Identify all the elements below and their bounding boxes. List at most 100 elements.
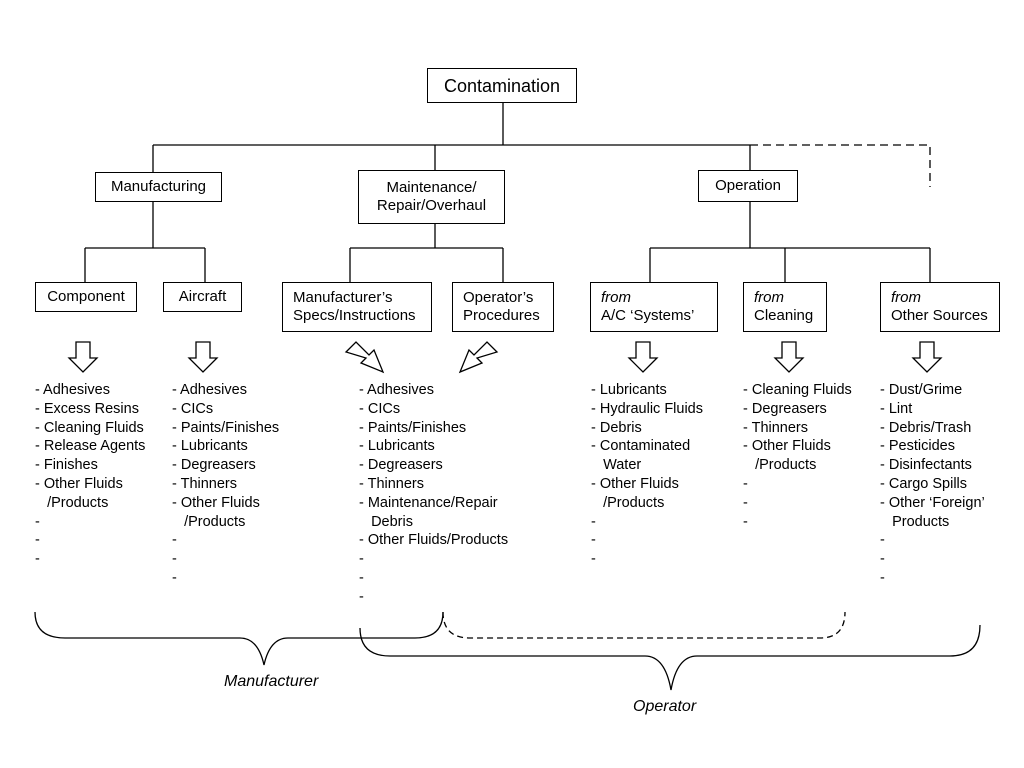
list-item: - Lubricants [591, 382, 667, 398]
list-item: - [359, 551, 364, 568]
list-item: - [172, 551, 177, 568]
from-systems-line1: from [601, 289, 631, 306]
list-item: - Dust/Grime [880, 382, 963, 398]
dashed-connector [750, 144, 931, 187]
list-item: /Products [591, 494, 665, 511]
down-arrow-icon [67, 341, 99, 373]
list-item: - CICs [359, 400, 401, 417]
from-systems-line2: A/C ‘Systems’ [601, 307, 695, 324]
list-item: /Products [172, 513, 246, 530]
operation-label: Operation [715, 177, 781, 194]
list-item: /Products [743, 457, 817, 474]
list-item: - [172, 532, 177, 549]
list-item: - Thinners [359, 475, 425, 492]
down-arrow-icon [187, 341, 219, 373]
list-item: - [172, 569, 177, 586]
list-item: - Cleaning Fluids [743, 382, 852, 398]
list-item: - [359, 569, 364, 586]
cleaning-list: - Cleaning Fluids - Degreasers - Thinners -… [743, 381, 852, 531]
operator-brace [359, 624, 981, 691]
list-item: - Adhesives [172, 382, 247, 398]
list-item: - Disinfectants [880, 457, 972, 474]
manufacturer-specs-node: Manufacturer’s Specs/Instructions [282, 282, 432, 332]
list-item: - [743, 494, 748, 511]
list-item: Products [880, 513, 950, 530]
list-item: - Cleaning Fluids [35, 419, 144, 436]
list-item: - Hydraulic Fluids [591, 400, 703, 417]
list-item: - Thinners [743, 419, 809, 436]
operator-procedures-node: Operator’s Procedures [452, 282, 554, 332]
list-item: - Adhesives [359, 382, 434, 398]
list-item: - Lubricants [359, 438, 435, 455]
list-item: - Debris/Trash [880, 419, 972, 436]
component-label: Component [47, 288, 125, 305]
list-item: - Release Agents [35, 438, 146, 455]
from-systems-node: from A/C ‘Systems’ [590, 282, 718, 332]
list-item: - Finishes [35, 457, 98, 474]
aircraft-list: - Adhesives - CICs - Paints/Finishes - Lubr… [172, 381, 279, 588]
list-item: - Degreasers [172, 457, 256, 474]
manufacturing-node: Manufacturing [95, 172, 222, 202]
aircraft-node: Aircraft [163, 282, 242, 312]
list-item: - [359, 588, 364, 605]
operator-brace-dashed [442, 611, 846, 639]
list-item: - Other Fluids [743, 438, 831, 455]
list-item: Debris [359, 513, 413, 530]
contamination-label: Contamination [443, 75, 561, 96]
list-item: - [591, 513, 596, 530]
diagonal-arrow-right-icon [344, 341, 385, 374]
mro-node: Maintenance/ Repair/Overhaul [358, 170, 505, 224]
list-item: - Other Fluids [35, 475, 123, 492]
other-sources-list: - Dust/Grime- Lint- Debris/Trash- Pestic… [880, 381, 985, 588]
mro-list: - Adhesives- CICs- Paints/Finishes- Lubr… [359, 381, 508, 607]
list-item: - Lubricants [172, 438, 248, 455]
list-item: /Products [35, 494, 109, 511]
manufacturer-specs-line2: Specs/Instructions [293, 307, 416, 324]
from-other-line2: Other Sources [891, 307, 988, 324]
mro-label-line2: Repair/Overhaul [376, 197, 487, 214]
list-item: - [35, 513, 40, 530]
from-cleaning-node: from Cleaning [743, 282, 827, 332]
diagonal-arrow-left-icon [458, 341, 499, 374]
list-item: - Excess Resins [35, 400, 139, 417]
down-arrow-icon [773, 341, 805, 373]
list-item: - Lint [880, 400, 913, 417]
aircraft-label: Aircraft [178, 288, 227, 305]
list-item: - Other Fluids [172, 494, 260, 511]
operator-group-label: Operator [633, 698, 697, 715]
manufacturer-brace [34, 611, 444, 666]
list-item: - Contaminated [591, 438, 691, 455]
operator-procedures-line1: Operator’s [463, 289, 534, 306]
list-item: - Adhesives [35, 382, 110, 398]
down-arrow-icon [911, 341, 943, 373]
list-item: - Degreasers [359, 457, 443, 474]
component-list: - Adhesives - Excess Resins - Cleaning Flu… [35, 381, 145, 569]
list-item: - [880, 569, 885, 586]
list-item: - [743, 513, 748, 530]
list-item: - [743, 475, 748, 492]
list-item: - CICs [172, 400, 214, 417]
list-item: - Debris [591, 419, 642, 436]
list-item: - Degreasers [743, 400, 827, 417]
list-item: - Cargo Spills [880, 475, 968, 492]
list-item: - [880, 532, 885, 549]
manufacturing-label: Manufacturing [110, 178, 207, 195]
manufacturer-group-label: Manufacturer [224, 673, 319, 690]
list-item: - Maintenance/Repair [359, 494, 498, 511]
component-node: Component [35, 282, 137, 312]
list-item: - Thinners [172, 475, 238, 492]
list-item: - [591, 551, 596, 568]
from-cleaning-line2: Cleaning [754, 307, 814, 324]
mro-label-line1: Maintenance/ [386, 179, 477, 196]
down-arrow-icon [627, 341, 659, 373]
from-other-sources-node: from Other Sources [880, 282, 1000, 332]
list-item: - [591, 532, 596, 549]
from-other-line1: from [891, 289, 921, 306]
list-item: - Paints/Finishes [172, 419, 280, 436]
manufacturer-specs-line1: Manufacturer’s [293, 289, 393, 306]
contamination-node: Contamination [427, 68, 577, 103]
systems-list: - Lubricants - Hydraulic Fluids - Debris - … [591, 381, 703, 569]
list-item: - [880, 551, 885, 568]
from-cleaning-line1: from [754, 289, 784, 306]
